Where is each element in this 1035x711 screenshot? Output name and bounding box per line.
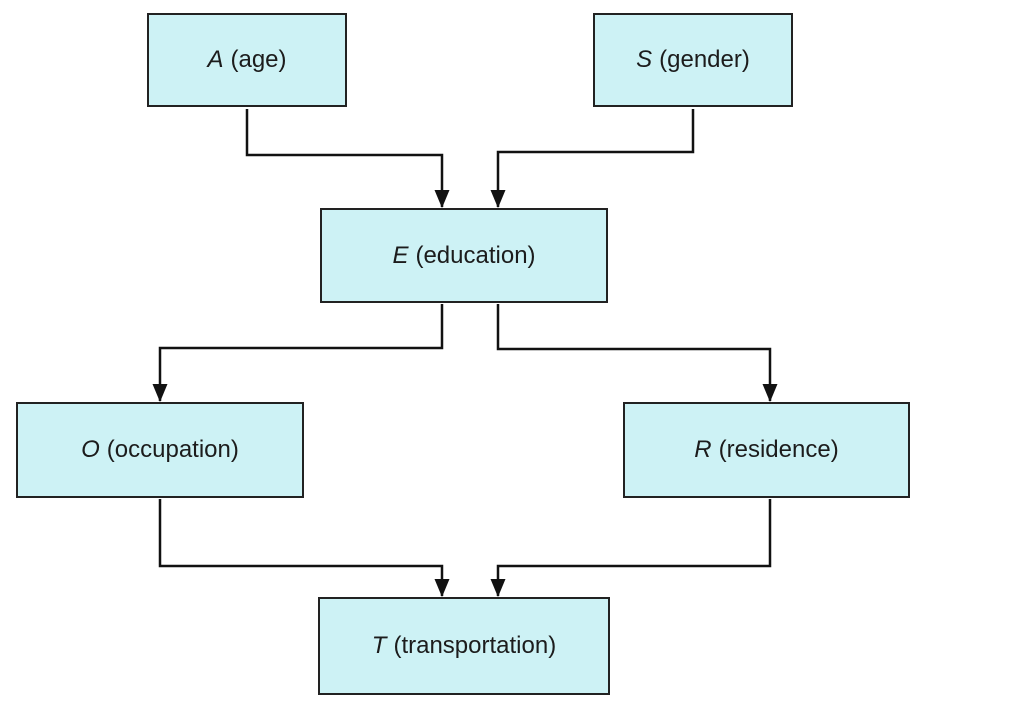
edge-education-to-occupation: [152, 304, 444, 402]
node-occupation-label: (occupation): [106, 436, 239, 463]
node-gender-label: (gender): [659, 46, 750, 73]
edge-education-to-residence: [496, 304, 778, 402]
node-occupation-symbol: O: [81, 436, 100, 463]
node-education: E (education): [320, 208, 608, 303]
node-gender: S (gender): [593, 13, 793, 107]
node-education-label: (education): [415, 241, 536, 269]
node-transportation: T (transportation): [318, 597, 610, 695]
node-residence-symbol: R: [694, 436, 712, 463]
edge-occupation-to-transportation: [158, 499, 450, 597]
node-age: A (age): [147, 13, 347, 107]
node-residence: R (residence): [623, 402, 910, 498]
node-gender-symbol: S: [636, 46, 653, 73]
node-transportation-symbol: T: [371, 632, 387, 659]
node-transportation-label: (transportation): [393, 632, 557, 659]
node-education-symbol: E: [392, 241, 409, 269]
node-occupation: O (occupation): [16, 402, 304, 498]
node-age-label: (age): [230, 46, 287, 73]
edge-gender-to-education: [490, 109, 695, 208]
node-age-symbol: A: [207, 46, 224, 73]
edge-age-to-education: [245, 109, 450, 208]
edge-residence-to-transportation: [490, 499, 772, 597]
node-residence-label: (residence): [718, 436, 839, 463]
